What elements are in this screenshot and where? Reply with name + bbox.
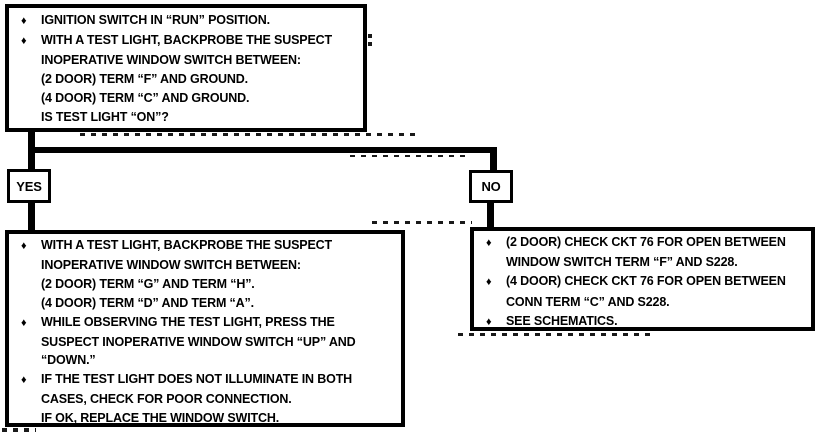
flow-line: ♦ WITH A TEST LIGHT, BACKPROBE THE SUSPE… [9, 236, 401, 256]
scan-artifact [372, 221, 472, 224]
flow-line: ♦ SEE SCHEMATICS. [474, 312, 811, 328]
bullet-icon: ♦ [21, 35, 27, 47]
flow-line: ♦ (2 DOOR) CHECK CKT 76 FOR OPEN BETWEEN [474, 233, 811, 253]
step-text: (2 DOOR) CHECK CKT 76 FOR OPEN BETWEEN [506, 235, 786, 249]
no-text: NO [481, 179, 501, 194]
step-text: IGNITION SWITCH IN “RUN” POSITION. [41, 13, 270, 27]
step-text: (4 DOOR) TERM “D” AND TERM “A”. [41, 295, 254, 310]
flow-line: INOPERATIVE WINDOW SWITCH BETWEEN: [9, 51, 363, 70]
no-action-box: ♦ (2 DOOR) CHECK CKT 76 FOR OPEN BETWEEN… [470, 227, 815, 331]
flow-line: IS TEST LIGHT “ON”? [9, 108, 363, 127]
scan-artifact [2, 428, 36, 432]
step-text: IF OK, REPLACE THE WINDOW SWITCH. [41, 411, 280, 426]
flow-line: (2 DOOR) TERM “G” AND TERM “H”. [9, 275, 401, 294]
bullet-icon: ♦ [21, 316, 27, 329]
flow-line: (2 DOOR) TERM “F” AND GROUND. [9, 70, 363, 89]
flow-line: (4 DOOR) TERM “D” AND TERM “A”. [9, 294, 401, 313]
step-text: WINDOW SWITCH TERM “F” AND S228. [506, 255, 738, 270]
flow-line: ♦ IGNITION SWITCH IN “RUN” POSITION. [9, 11, 363, 31]
bullet-icon: ♦ [486, 315, 492, 328]
flow-line: (4 DOOR) TERM “C” AND GROUND. [9, 89, 363, 108]
yes-branch-label: YES [7, 169, 51, 203]
scan-artifact [368, 30, 372, 46]
bullet-icon: ♦ [486, 237, 492, 249]
step-text: (4 DOOR) TERM “C” AND GROUND. [41, 91, 250, 105]
flow-line: ♦ WHILE OBSERVING THE TEST LIGHT, PRESS … [9, 313, 401, 333]
step-text: “DOWN.” [41, 353, 96, 368]
flow-line: ♦ IF THE TEST LIGHT DOES NOT ILLUMINATE … [9, 370, 401, 390]
decision-box: ♦ IGNITION SWITCH IN “RUN” POSITION. ♦ W… [5, 4, 367, 132]
scan-artifact [458, 333, 653, 336]
step-text: SEE SCHEMATICS. [506, 313, 618, 328]
question-text: IS TEST LIGHT “ON”? [41, 110, 169, 124]
step-text: (2 DOOR) TERM “F” AND GROUND. [41, 72, 248, 86]
step-text: SUSPECT INOPERATIVE WINDOW SWITCH “UP” A… [41, 334, 356, 349]
step-text: CONN TERM “C” AND S228. [506, 294, 670, 309]
connector-line-vertical [490, 147, 497, 170]
step-text: (2 DOOR) TERM “G” AND TERM “H”. [41, 276, 255, 291]
step-text: WHILE OBSERVING THE TEST LIGHT, PRESS TH… [41, 314, 335, 329]
connector-line-horizontal [28, 147, 497, 153]
bullet-icon: ♦ [21, 15, 27, 27]
flow-line: CASES, CHECK FOR POOR CONNECTION. [9, 390, 401, 409]
flow-line: INOPERATIVE WINDOW SWITCH BETWEEN: [9, 256, 401, 275]
step-text: INOPERATIVE WINDOW SWITCH BETWEEN: [41, 53, 301, 67]
step-text: CASES, CHECK FOR POOR CONNECTION. [41, 392, 292, 407]
scan-artifact [350, 155, 470, 157]
flow-line: IF OK, REPLACE THE WINDOW SWITCH. [9, 409, 401, 426]
scan-artifact [80, 133, 415, 136]
flow-line: SUSPECT INOPERATIVE WINDOW SWITCH “UP” A… [9, 333, 401, 352]
bullet-icon: ♦ [21, 374, 27, 387]
yes-action-box: ♦ WITH A TEST LIGHT, BACKPROBE THE SUSPE… [5, 230, 405, 427]
connector-line-vertical [487, 203, 494, 227]
flow-line: ♦ (4 DOOR) CHECK CKT 76 FOR OPEN BETWEEN [474, 272, 811, 292]
step-text: WITH A TEST LIGHT, BACKPROBE THE SUSPECT [41, 238, 332, 252]
flow-line: WINDOW SWITCH TERM “F” AND S228. [474, 253, 811, 272]
flow-line: “DOWN.” [9, 351, 401, 370]
step-text: WITH A TEST LIGHT, BACKPROBE THE SUSPECT [41, 33, 332, 47]
step-text: IF THE TEST LIGHT DOES NOT ILLUMINATE IN… [41, 372, 353, 387]
bullet-icon: ♦ [486, 276, 492, 289]
step-text: (4 DOOR) CHECK CKT 76 FOR OPEN BETWEEN [506, 274, 786, 289]
yes-text: YES [16, 178, 42, 194]
flow-line: CONN TERM “C” AND S228. [474, 293, 811, 312]
flow-line: ♦ WITH A TEST LIGHT, BACKPROBE THE SUSPE… [9, 31, 363, 51]
no-branch-label: NO [469, 170, 513, 203]
connector-line-vertical [28, 203, 35, 230]
bullet-icon: ♦ [21, 240, 27, 252]
step-text: INOPERATIVE WINDOW SWITCH BETWEEN: [41, 257, 301, 272]
